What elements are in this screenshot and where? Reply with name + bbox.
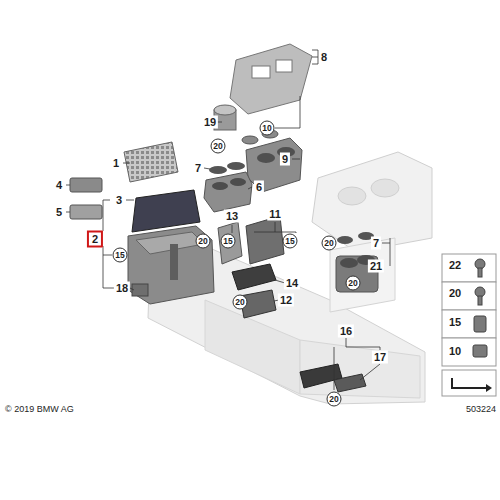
callout-number: 11: [267, 208, 283, 221]
callout-number: 7: [371, 237, 381, 250]
callout-number: 16: [338, 325, 354, 338]
note-text: 503224: [465, 404, 497, 415]
callout-number: 15: [447, 316, 463, 329]
callout-number: 20: [322, 236, 337, 251]
callout-number: 20: [211, 139, 226, 154]
callout-number: 3: [114, 194, 124, 207]
callout-number: 15: [283, 234, 298, 249]
callout-number: 20: [233, 295, 248, 310]
callout-number: 20: [327, 392, 342, 407]
callout-number: 10: [260, 121, 275, 136]
callout-number: 7: [193, 162, 203, 175]
callout-number: 20: [447, 287, 463, 300]
callout-number: 13: [224, 210, 240, 223]
callout-number: 15: [113, 248, 128, 263]
callout-number: 20: [196, 234, 211, 249]
callout-number: 22: [447, 259, 463, 272]
callout-number: 4: [54, 179, 64, 192]
callout-number: 1: [111, 157, 121, 170]
callout-number: 6: [254, 181, 264, 194]
callout-number: 14: [284, 277, 300, 290]
callout-number: 17: [372, 351, 388, 364]
callout-number: 21: [368, 260, 384, 273]
callout-number: 8: [319, 51, 329, 64]
callout-number: 9: [280, 153, 290, 166]
note-text: © 2019 BMW AG: [4, 404, 75, 415]
callout-number: 15: [221, 234, 236, 249]
callout-number: 20: [346, 276, 361, 291]
callout-number: 5: [54, 206, 64, 219]
callout-number: 2: [87, 231, 103, 248]
callout-number: 12: [278, 294, 294, 307]
callout-number: 18: [114, 282, 130, 295]
callout-number: 10: [447, 345, 463, 358]
callout-number: 19: [202, 116, 218, 129]
